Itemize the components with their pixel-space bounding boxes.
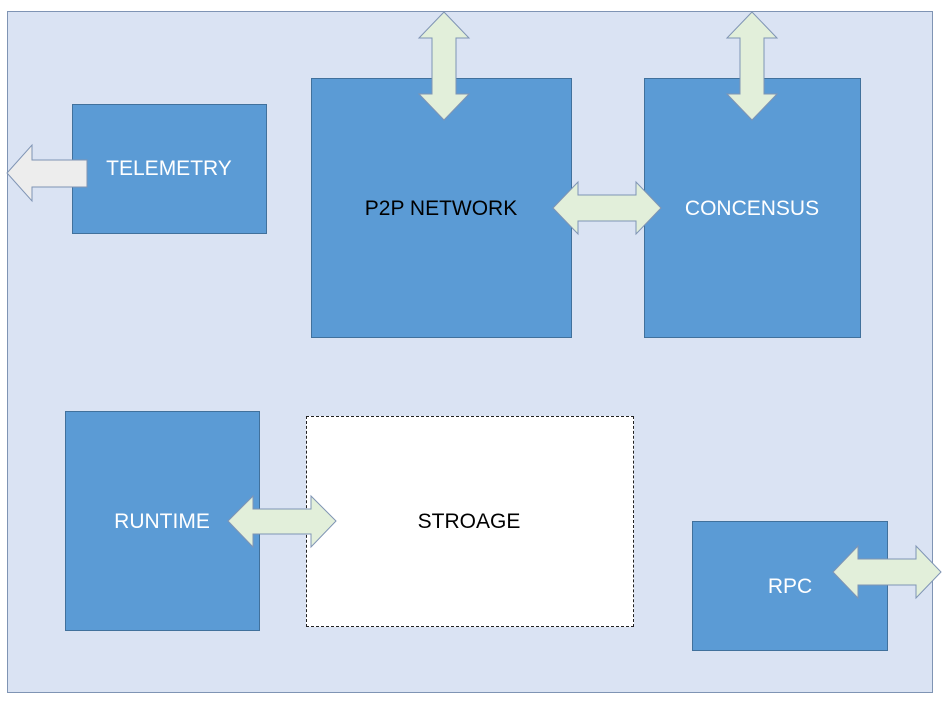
p2p-network-label: P2P NETWORK	[364, 197, 518, 220]
consensus-block	[644, 78, 861, 338]
telemetry-output-arrow	[6, 143, 88, 203]
consensus-label: CONCENSUS	[684, 197, 820, 220]
rpc-label: RPC	[767, 575, 813, 598]
storage-label: STROAGE	[417, 510, 521, 533]
storage-block	[306, 416, 634, 627]
rpc-external-arrow	[832, 544, 942, 600]
runtime-label: RUNTIME	[114, 510, 210, 533]
p2p-external-arrow	[417, 11, 471, 121]
consensus-external-arrow	[725, 11, 779, 121]
runtime-storage-arrow	[227, 494, 337, 549]
p2p-network-block	[311, 78, 572, 338]
telemetry-block	[72, 104, 267, 234]
telemetry-label: TELEMETRY	[106, 157, 232, 180]
p2p-consensus-arrow	[552, 180, 662, 236]
